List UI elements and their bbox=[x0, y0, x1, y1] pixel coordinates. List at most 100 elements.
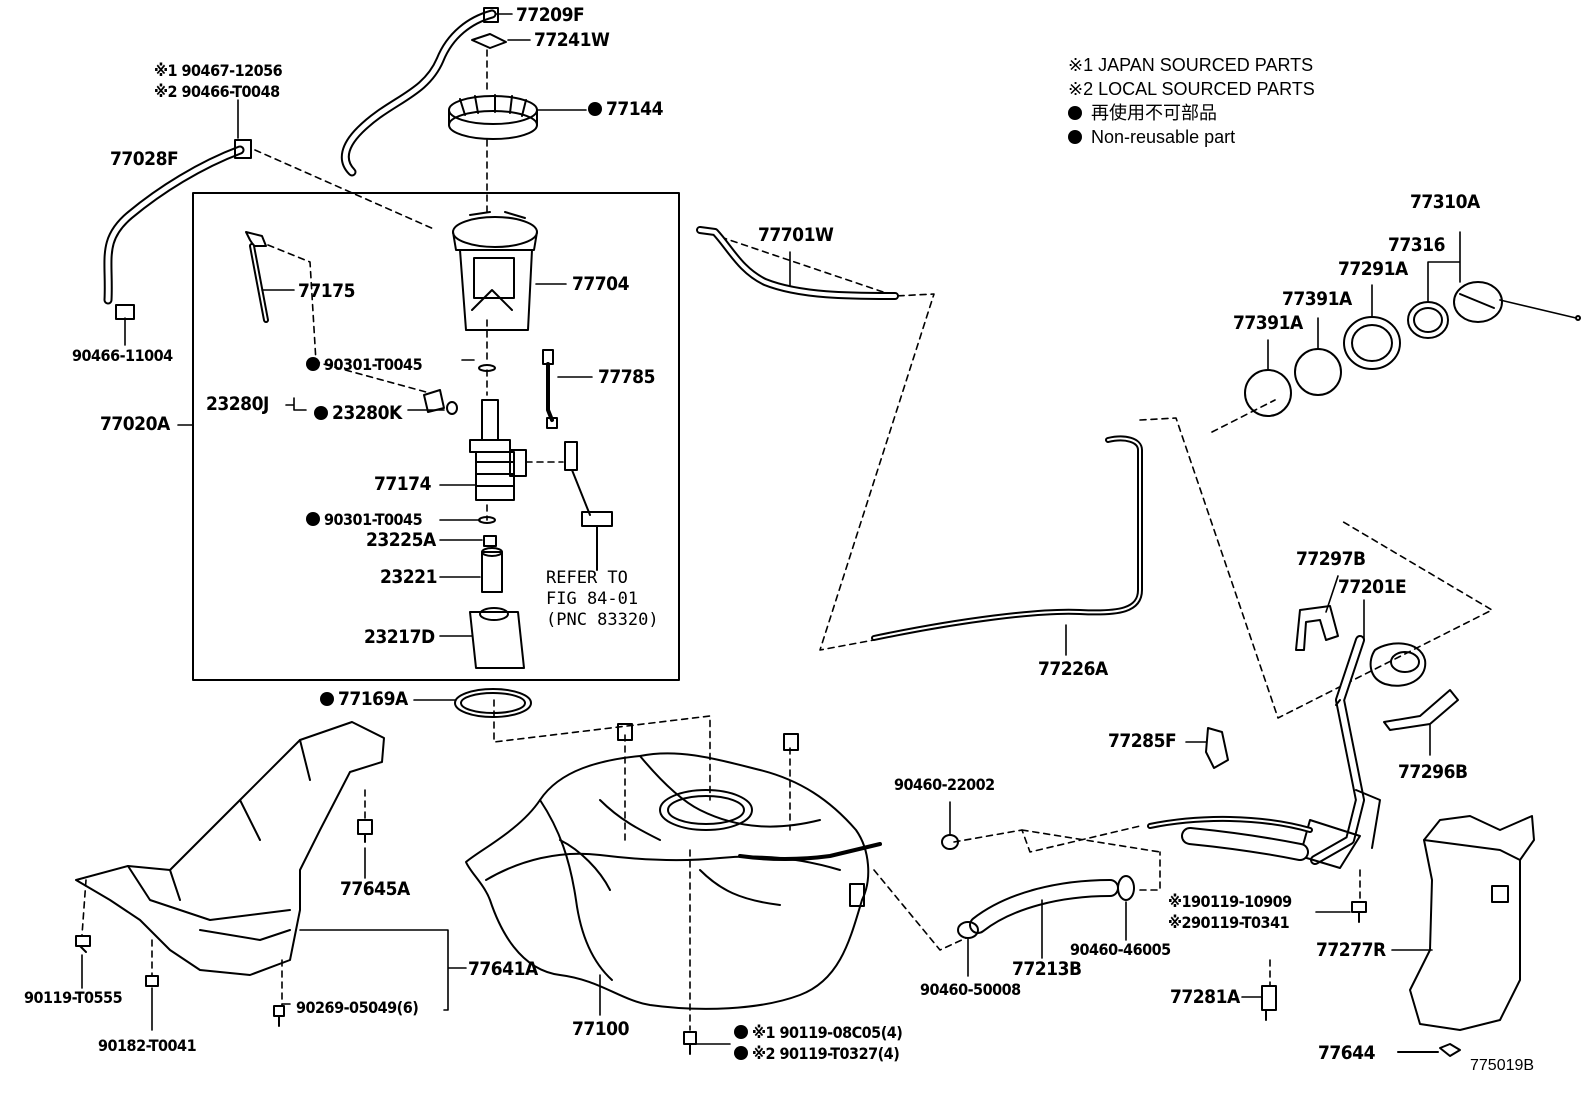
label-90119-T0327[interactable]: ※2 90119-T0327(4) bbox=[734, 1044, 900, 1063]
part-23221 bbox=[481, 547, 503, 593]
label-77316[interactable]: 77316 bbox=[1388, 234, 1445, 256]
label-77226A[interactable]: 77226A bbox=[1038, 658, 1108, 680]
part-77291A bbox=[1343, 316, 1401, 370]
label-77144[interactable]: 77144 bbox=[588, 100, 663, 119]
bullet-icon bbox=[1068, 130, 1082, 144]
label-90460-22002[interactable]: 90460-22002 bbox=[894, 775, 995, 794]
label-90119-T0555[interactable]: 90119-T0555 bbox=[24, 988, 123, 1007]
label-90119-10909[interactable]: ※190119-10909 bbox=[1168, 892, 1292, 911]
part-77310A bbox=[1453, 281, 1581, 323]
label-77020A[interactable]: 77020A bbox=[100, 413, 170, 435]
label-77175[interactable]: 77175 bbox=[298, 280, 355, 302]
hose-77209F bbox=[340, 9, 497, 177]
legend-non-reusable-jp: 再使用不可部品 bbox=[1068, 104, 1217, 122]
label-77169A-text: 77169A bbox=[338, 688, 408, 710]
label-90301-T0045-a[interactable]: 90301-T0045 bbox=[306, 355, 423, 374]
part-77316 bbox=[1407, 301, 1449, 339]
fasteners bbox=[75, 819, 1461, 1057]
hose-clip-top bbox=[483, 7, 499, 23]
leader-lines bbox=[81, 49, 1493, 1031]
part-77285F bbox=[1205, 727, 1229, 769]
non-reusable-icon bbox=[306, 512, 320, 526]
label-77169A[interactable]: 77169A bbox=[320, 690, 408, 709]
label-77144-text: 77144 bbox=[606, 98, 663, 120]
part-23217D bbox=[469, 607, 525, 669]
part-77785 bbox=[542, 349, 558, 429]
label-77213B[interactable]: 77213B bbox=[1012, 958, 1082, 980]
label-77310A[interactable]: 77310A bbox=[1410, 191, 1480, 213]
label-77785[interactable]: 77785 bbox=[598, 366, 655, 388]
tube-77226A bbox=[871, 435, 1143, 641]
refer-note: REFER TO FIG 84-01 (PNC 83320) bbox=[546, 568, 659, 630]
part-77296B bbox=[1383, 689, 1459, 731]
label-90119-T0327-text: ※2 90119-T0327(4) bbox=[752, 1044, 900, 1063]
label-90119-08C05[interactable]: ※1 90119-08C05(4) bbox=[734, 1023, 903, 1042]
label-23280J[interactable]: 23280J bbox=[206, 393, 269, 415]
legend-non-reusable-en: Non-reusable part bbox=[1068, 128, 1235, 146]
label-77641A[interactable]: 77641A bbox=[468, 958, 538, 980]
label-77391A-a[interactable]: 77391A bbox=[1233, 312, 1303, 334]
part-77297B bbox=[1295, 605, 1339, 651]
label-90466-11004[interactable]: 90466-11004 bbox=[72, 346, 173, 365]
part-77169A bbox=[454, 688, 532, 718]
label-90182-T0041[interactable]: 90182-T0041 bbox=[98, 1036, 197, 1055]
label-90460-46005[interactable]: 90460-46005 bbox=[1070, 940, 1171, 959]
non-reusable-icon bbox=[734, 1025, 748, 1039]
label-77296B[interactable]: 77296B bbox=[1398, 761, 1468, 783]
label-90301-b-text: 90301-T0045 bbox=[324, 510, 423, 529]
hose-77028F bbox=[103, 145, 245, 305]
non-reusable-icon bbox=[320, 692, 334, 706]
part-77100-fuel-tank bbox=[465, 723, 882, 1010]
label-23280K[interactable]: 23280K bbox=[314, 404, 402, 423]
label-77701W[interactable]: 77701W bbox=[758, 224, 834, 246]
label-77644[interactable]: 77644 bbox=[1318, 1042, 1375, 1064]
label-77100[interactable]: 77100 bbox=[572, 1018, 629, 1040]
part-77201E bbox=[1147, 635, 1427, 869]
clip-90466-11004 bbox=[115, 304, 135, 320]
figure-id: 775019B bbox=[1470, 1057, 1535, 1074]
label-90467-12056[interactable]: ※1 90467-12056 bbox=[154, 61, 283, 80]
label-90269-05049[interactable]: 90269-05049(6) bbox=[296, 998, 419, 1017]
label-77028F[interactable]: 77028F bbox=[110, 148, 179, 170]
label-77281A[interactable]: 77281A bbox=[1170, 986, 1240, 1008]
label-77209F[interactable]: 77209F bbox=[516, 4, 585, 26]
part-77641A bbox=[75, 721, 385, 976]
part-77174 bbox=[469, 364, 527, 524]
non-reusable-icon bbox=[588, 102, 602, 116]
label-90119-08C05-text: ※1 90119-08C05(4) bbox=[752, 1023, 903, 1042]
label-90301-T0045-b[interactable]: 90301-T0045 bbox=[306, 510, 423, 529]
label-23217D[interactable]: 23217D bbox=[364, 626, 435, 648]
label-77391A-b[interactable]: 77391A bbox=[1282, 288, 1352, 310]
part-77175 bbox=[245, 231, 269, 323]
label-77241W[interactable]: 77241W bbox=[534, 29, 610, 51]
label-77291A[interactable]: 77291A bbox=[1338, 258, 1408, 280]
label-90301-a-text: 90301-T0045 bbox=[324, 355, 423, 374]
label-leaders bbox=[81, 13, 1433, 1045]
label-77174[interactable]: 77174 bbox=[374, 473, 431, 495]
non-reusable-icon bbox=[314, 406, 328, 420]
label-90460-50008[interactable]: 90460-50008 bbox=[920, 980, 1021, 999]
label-77704[interactable]: 77704 bbox=[572, 273, 629, 295]
legend-note-local: ※2 LOCAL SOURCED PARTS bbox=[1068, 79, 1315, 99]
label-23221[interactable]: 23221 bbox=[380, 566, 437, 588]
label-23280K-text: 23280K bbox=[332, 402, 402, 424]
label-77285F[interactable]: 77285F bbox=[1108, 730, 1177, 752]
label-77645A[interactable]: 77645A bbox=[340, 878, 410, 900]
label-77297B[interactable]: 77297B bbox=[1296, 548, 1366, 570]
part-77277R bbox=[1409, 815, 1535, 1031]
bullet-icon bbox=[1068, 106, 1082, 120]
legend-en-text: Non-reusable part bbox=[1091, 127, 1236, 147]
legend-note-japan: ※1 JAPAN SOURCED PARTS bbox=[1068, 55, 1314, 75]
part-77391A-a bbox=[1244, 369, 1292, 417]
part-77241W bbox=[471, 33, 507, 49]
part-77704 bbox=[452, 211, 538, 331]
label-77201E[interactable]: 77201E bbox=[1338, 576, 1407, 598]
label-77277R[interactable]: 77277R bbox=[1316, 939, 1386, 961]
label-90466-T0048[interactable]: ※2 90466-T0048 bbox=[154, 82, 280, 101]
non-reusable-icon bbox=[306, 357, 320, 371]
label-90119-T0341[interactable]: ※290119-T0341 bbox=[1168, 913, 1290, 932]
label-23225A[interactable]: 23225A bbox=[366, 529, 436, 551]
pump-assembly-frame bbox=[192, 192, 680, 681]
